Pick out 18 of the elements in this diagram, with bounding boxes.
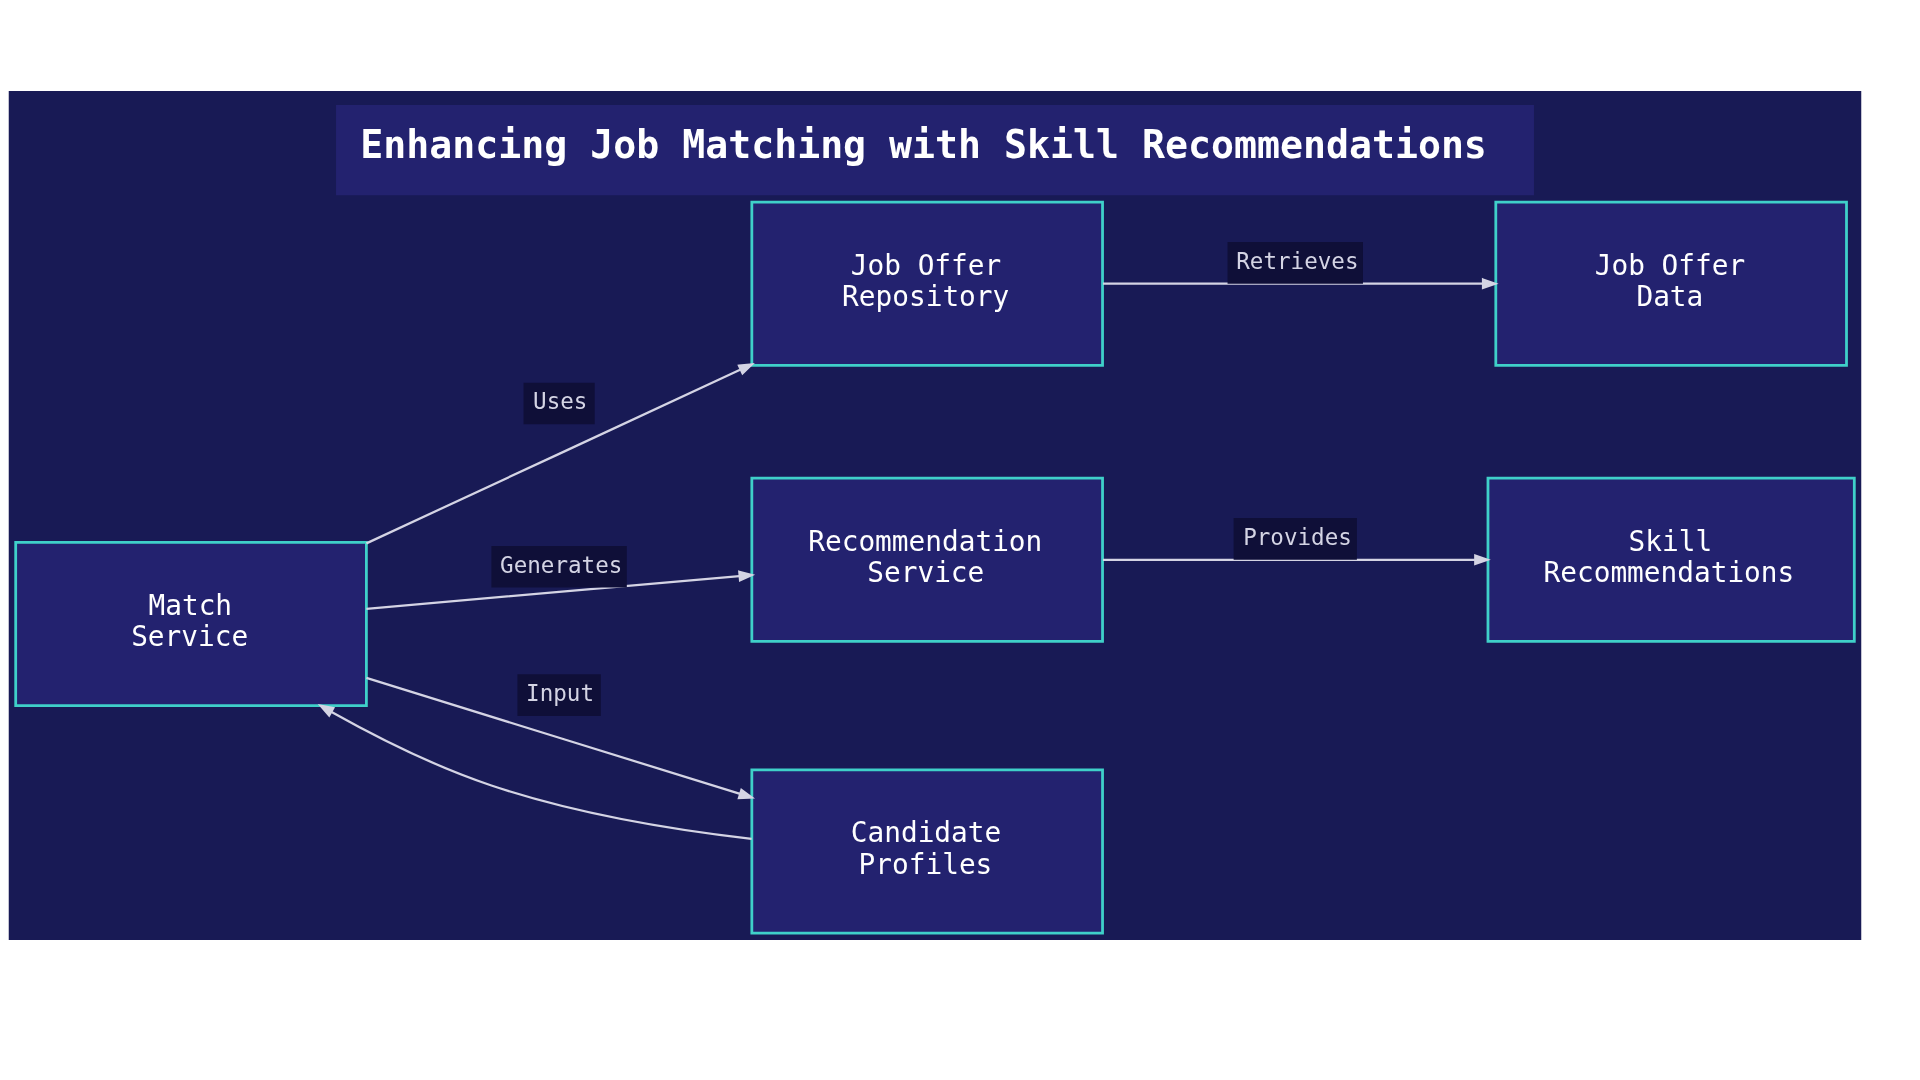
diagram-title: Enhancing Job Matching with Skill Recommendations xyxy=(360,122,1487,167)
arrow xyxy=(1103,277,1499,290)
node-box: Job Offer Data xyxy=(1494,200,1848,367)
node-box: Skill Recommendations xyxy=(1486,476,1856,643)
arrow xyxy=(366,676,756,799)
node-box: Candidate Profiles xyxy=(750,767,1104,934)
edge-label: Generates xyxy=(500,551,623,578)
edge-label: Uses xyxy=(533,387,588,414)
arrow xyxy=(365,362,755,544)
edge-label: Retrieves xyxy=(1236,247,1359,274)
node-box: Recommendation Service xyxy=(750,476,1104,643)
arrow xyxy=(317,703,752,840)
edge-label: Input xyxy=(526,679,595,706)
node-box: Match Service xyxy=(14,540,368,707)
edge-label: Provides xyxy=(1243,523,1352,550)
arrow xyxy=(366,569,756,610)
arrow xyxy=(1103,553,1491,566)
node-box: Job Offer Repository xyxy=(750,200,1104,367)
